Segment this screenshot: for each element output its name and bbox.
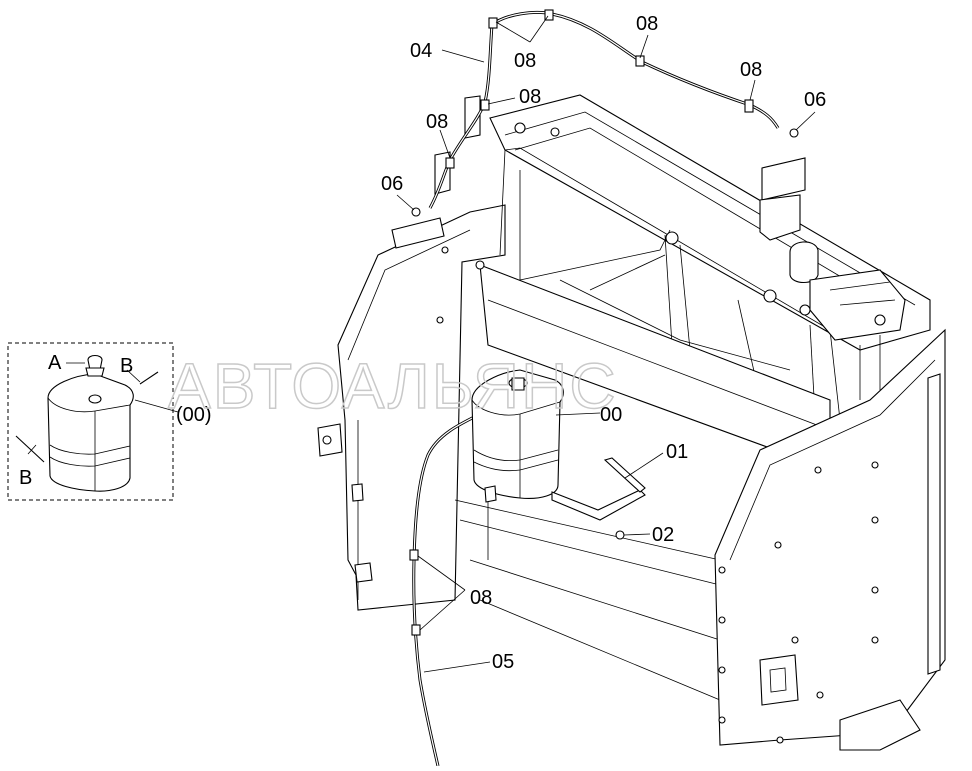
label-08-right: 08 [740,59,762,81]
clamp [744,99,754,113]
clamp [488,17,498,29]
hose-04 [428,11,780,209]
inset-label-ref: (00) [176,404,212,426]
label-02: 02 [652,524,674,546]
watermark: АВТОАЛЬЯНС [168,350,618,422]
label-08-top2: 08 [636,13,658,35]
inset-label-a: A [48,352,62,374]
radiator-frame [317,94,946,751]
bolts-06 [411,128,799,217]
clamp [635,55,645,67]
bolt-02 [615,530,625,540]
label-06-left: 06 [381,173,403,195]
inset-label-b-bottom: B [19,467,32,489]
label-08-mid-right: 08 [519,86,541,108]
reservoir-tank-00 [471,369,564,503]
clamp [480,99,490,111]
leader-lines [396,15,816,673]
part-labels: 04 08 08 08 08 08 06 06 00 01 02 08 05 [381,13,826,673]
strap-b-bottom [15,435,45,463]
label-00: 00 [600,404,622,426]
inset-detail: A B B (00) [7,342,212,501]
strap-b-top [139,371,159,385]
clamp [409,549,419,561]
inset-label-b-top: B [120,355,133,377]
clamp [411,624,421,636]
label-08-left: 08 [426,111,448,133]
label-08-bottom: 08 [470,587,492,609]
label-01: 01 [666,441,688,463]
bracket-01 [551,457,646,521]
clamp [544,9,554,21]
inset-tank [47,373,134,492]
label-08-top: 08 [514,50,536,72]
clamp [445,157,455,169]
label-04: 04 [410,40,432,62]
label-05: 05 [492,651,514,673]
bolt [789,128,799,138]
label-06-right: 06 [804,89,826,111]
